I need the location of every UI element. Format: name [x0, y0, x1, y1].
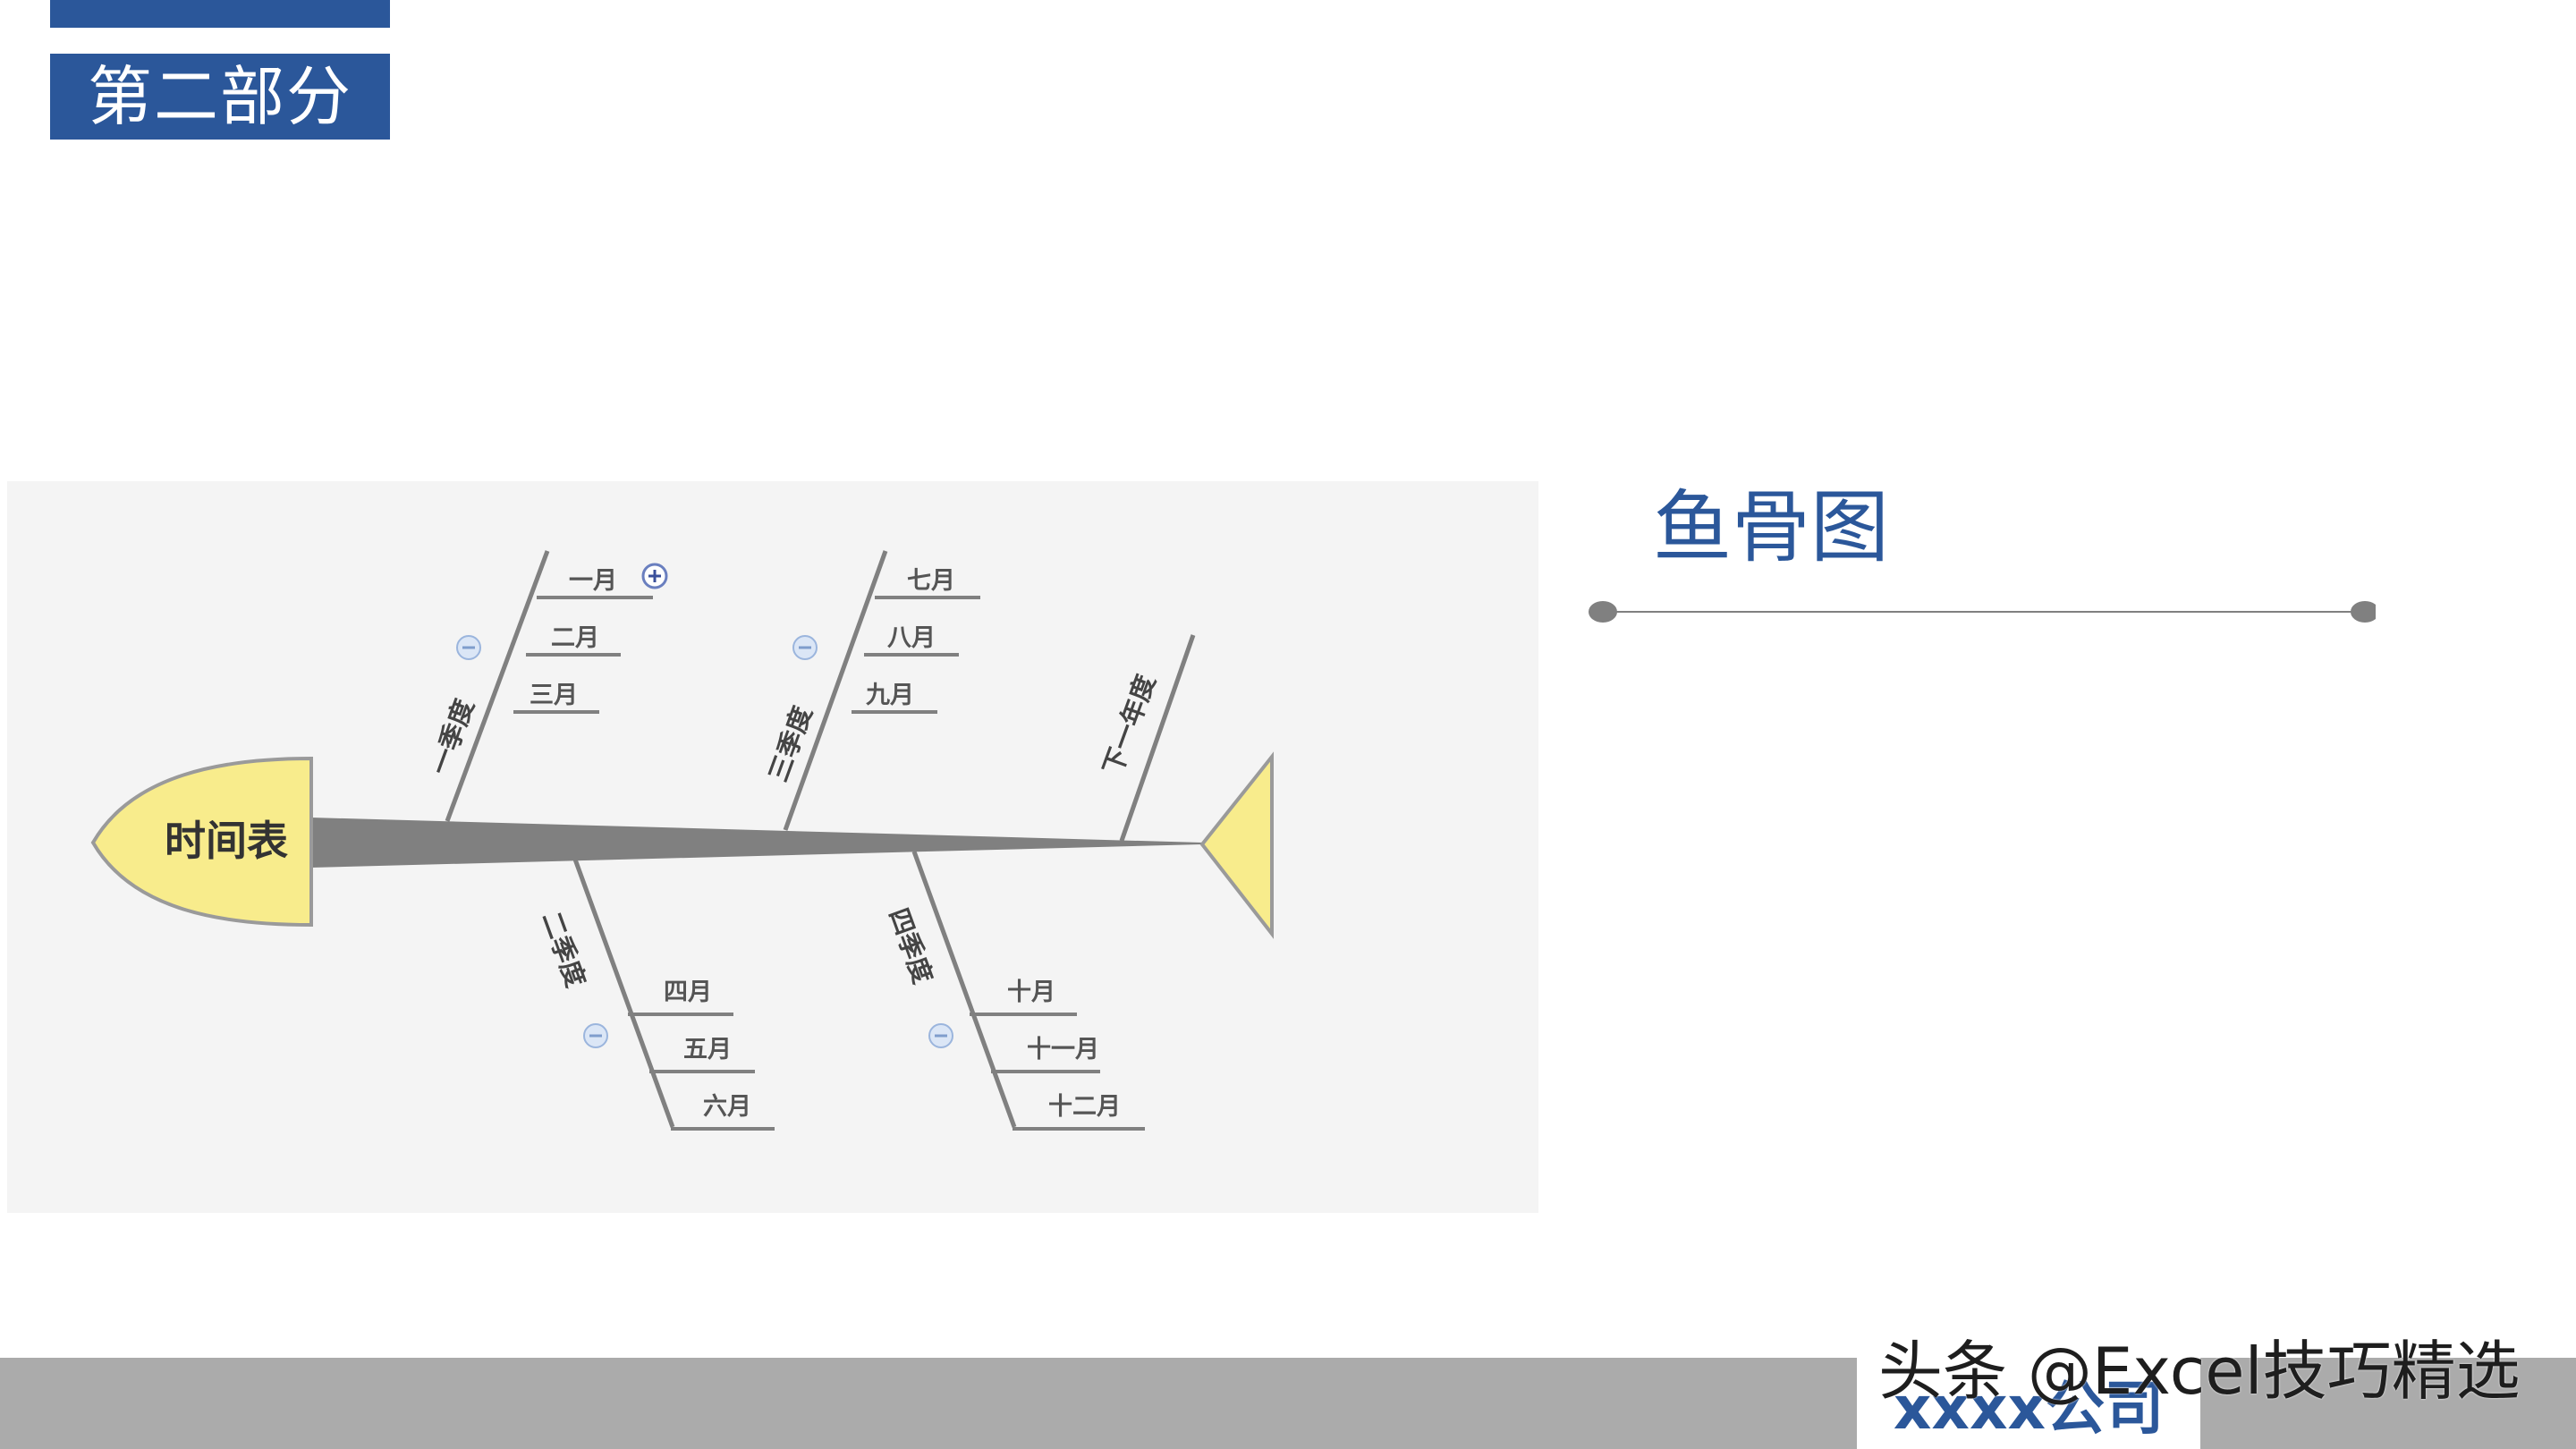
title-divider: [1589, 601, 2376, 623]
fishbone-diagram: 时间表 一季度 一月 二月 三月 三季度 七月 八月 九月: [7, 481, 1538, 1213]
fish-head-label: 时间表: [165, 817, 288, 865]
bone-next-year: [1119, 634, 1196, 842]
month-label: 八月: [887, 624, 936, 652]
month-label: 三月: [530, 682, 578, 709]
bone-label-q2: 二季度: [536, 908, 591, 991]
month-label: 十一月: [1027, 1036, 1099, 1063]
month-label: 二月: [551, 624, 599, 652]
watermark: 头条 @Excel技巧精选: [1878, 1334, 2521, 1409]
month-label: 六月: [703, 1093, 751, 1121]
month-label: 四月: [664, 979, 712, 1006]
bone-label-q1: 一季度: [425, 695, 480, 778]
fish-tail: [1199, 751, 1274, 939]
bone-label-q3: 三季度: [763, 702, 818, 785]
fish-spine: [311, 818, 1202, 868]
divider-end-dot: [2351, 601, 2376, 623]
footer-company-box: [1857, 1358, 2200, 1449]
fish-head: [90, 756, 313, 928]
bone-q1: [445, 550, 550, 822]
company-name: xxxx公司: [1893, 1374, 2165, 1443]
divider-end-dot: [1589, 601, 1617, 623]
bone-q2: [572, 856, 675, 1128]
month-label: 九月: [866, 682, 914, 709]
minus-circle-icon[interactable]: [583, 1023, 608, 1048]
top-accent-bar: [50, 0, 390, 28]
plus-circle-icon[interactable]: [641, 563, 668, 589]
bone-label-q4: 四季度: [883, 904, 938, 987]
section-tag: 第二部分: [50, 54, 390, 140]
minus-circle-icon[interactable]: [456, 635, 481, 660]
month-label: 十月: [1007, 979, 1055, 1006]
minus-circle-icon[interactable]: [928, 1023, 953, 1048]
month-label: 一月: [569, 567, 617, 595]
bone-label-next-year: 下一年度: [1097, 671, 1162, 779]
bone-q3: [783, 550, 888, 831]
minus-circle-icon[interactable]: [792, 635, 818, 660]
fishbone-svg: 时间表 一季度 一月 二月 三月 三季度 七月 八月 九月: [90, 550, 1274, 1131]
month-label: 五月: [683, 1036, 732, 1063]
bone-q4: [911, 851, 1017, 1128]
month-label: 十二月: [1048, 1093, 1121, 1121]
month-label: 七月: [907, 567, 955, 595]
diagram-title: 鱼骨图: [1653, 481, 1890, 573]
